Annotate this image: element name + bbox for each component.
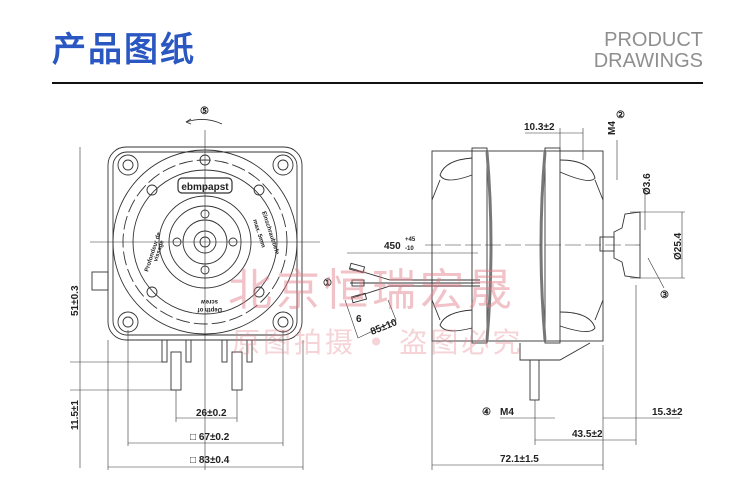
marker-3: ③: [660, 290, 669, 301]
ebmpapst-logo: [177, 177, 233, 194]
bottom-stud: [529, 359, 540, 401]
dim-bore: Ø3.6: [642, 173, 653, 195]
dim-terminal-spacing: 26±0.2: [196, 408, 227, 419]
marker-4: ④: [482, 407, 491, 418]
shaft-stub: [91, 271, 109, 291]
logo-text: ebmpapst: [181, 182, 229, 193]
marker-2: ②: [616, 110, 625, 121]
subtitle-line-2: DRAWINGS: [593, 50, 703, 72]
dim-72-1: 72.1±1.5: [500, 454, 539, 465]
dim-hub: Ø25.4: [673, 232, 684, 260]
dim-10-3: 10.3±2: [524, 122, 555, 133]
m4-top: M4: [607, 121, 618, 135]
m4-bottom: M4: [500, 407, 514, 418]
strip-length: 6: [356, 314, 362, 325]
dim-height: 51±0.3: [70, 285, 81, 316]
watermark-line-1: 北京恒瑞宏晟: [228, 265, 516, 316]
label-en-1: Depth of: [197, 306, 222, 312]
side-view: 10.3±2 M4 ② Ø3.6 Ø25.4 ③ ④ M4 15.3±2 43.…: [425, 110, 685, 470]
subtitle-line-1: PRODUCT: [604, 29, 703, 51]
header-divider: [52, 82, 703, 84]
rotation-arrow-icon: [185, 119, 223, 125]
cable-marker: ①: [323, 278, 332, 289]
dim-outer-square: □ 83±0.4: [190, 455, 230, 466]
label-en-2: screw: [201, 298, 218, 304]
stator-band-right: [544, 147, 561, 344]
dim-15-3: 15.3±2: [652, 407, 683, 418]
cable-length: 450: [384, 241, 401, 252]
dim-43-5: 43.5±2: [572, 429, 603, 440]
label-de-1: Einschraubtiefe: [260, 211, 280, 256]
cable-tol-lower: -10: [405, 246, 414, 252]
cable-tol-upper: +45: [405, 237, 416, 243]
side-outline: [431, 150, 604, 342]
front-view: ⑤ ebmpapst Profondeur de vissage Einschr: [70, 106, 320, 470]
rotation-marker: ⑤: [200, 106, 209, 117]
dim-mount-square: □ 67±0.2: [190, 432, 230, 443]
dim-terminal: 11.5±1: [70, 400, 81, 430]
stator-band-left: [471, 147, 488, 344]
watermark-line-2: 原图拍摄 • 盗图必究: [232, 326, 523, 359]
page-subtitle: PRODUCT DRAWINGS: [594, 30, 703, 72]
shaft: [599, 236, 615, 252]
page-title: 产品图纸: [52, 30, 196, 70]
